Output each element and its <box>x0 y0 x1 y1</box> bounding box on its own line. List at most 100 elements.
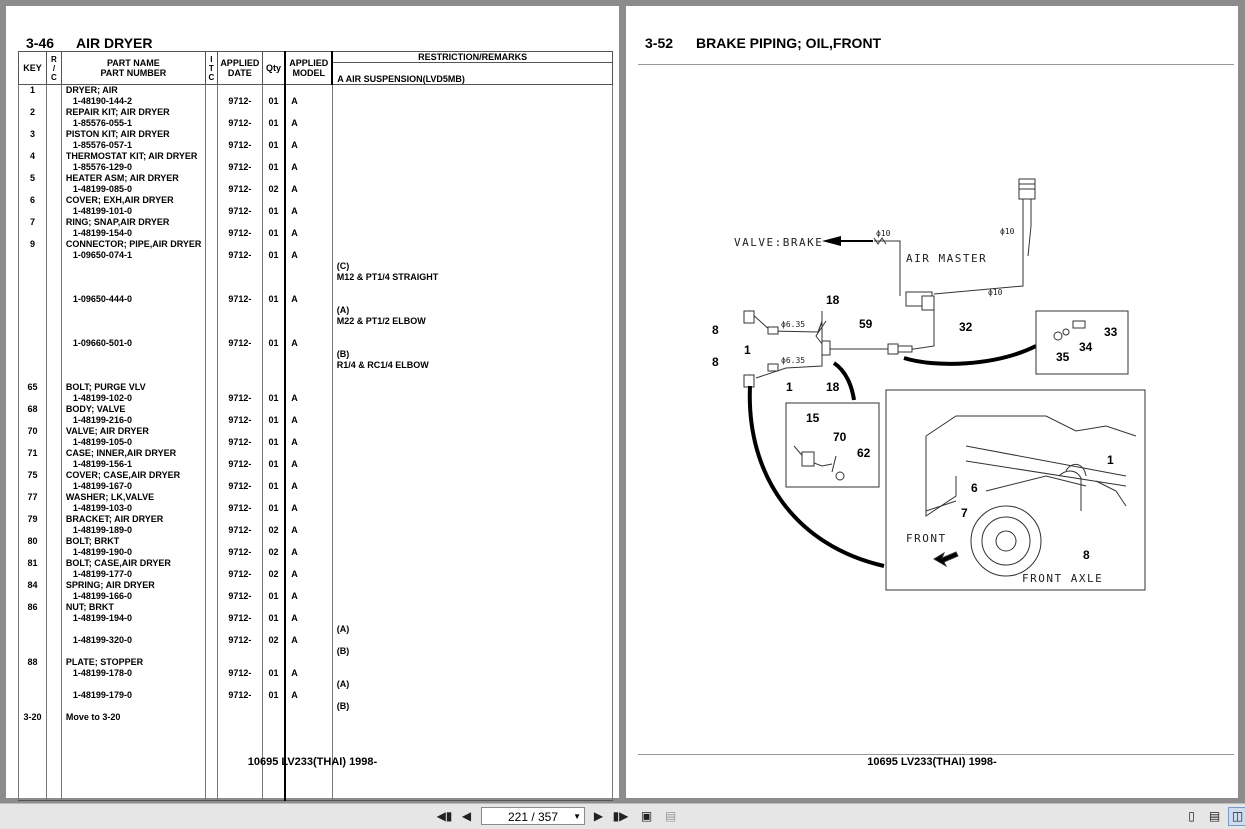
cell-model: A <box>284 415 333 426</box>
cell-empty <box>261 173 286 184</box>
cell-model: A <box>284 338 333 349</box>
table-row: (A) <box>18 679 614 690</box>
cell-empty <box>331 569 614 580</box>
cell-empty <box>331 778 614 789</box>
cell-date: 9712- <box>216 228 263 239</box>
cell-num: 1-48199-166-0 <box>60 591 206 602</box>
cell-empty <box>45 723 62 734</box>
cell-empty <box>261 701 286 712</box>
cell-empty <box>216 107 263 118</box>
cell-empty <box>204 250 218 261</box>
cell-empty <box>45 536 62 547</box>
cell-qty: 01 <box>261 437 286 448</box>
previous-page-icon[interactable]: ◀ <box>461 809 472 823</box>
cell-empty <box>60 624 206 635</box>
cell-empty <box>331 613 614 624</box>
cell-empty <box>216 195 263 206</box>
first-page-icon[interactable]: ◀▮ <box>436 809 453 823</box>
cell-key: 77 <box>18 492 47 503</box>
cell-empty <box>204 459 218 470</box>
cell-empty <box>284 448 333 459</box>
cell-empty <box>331 547 614 558</box>
cell-num: 1-48199-190-0 <box>60 547 206 558</box>
cell-empty <box>331 96 614 107</box>
cell-empty <box>284 679 333 690</box>
fit-width-icon[interactable]: ▤ <box>664 809 677 823</box>
cell-empty <box>204 162 218 173</box>
table-row: (B) <box>18 701 614 712</box>
cell-empty <box>216 470 263 481</box>
cell-key: 7 <box>18 217 47 228</box>
continuous-view-icon[interactable]: ▤ <box>1208 809 1221 823</box>
cell-date: 9712- <box>216 393 263 404</box>
cell-key: 71 <box>18 448 47 459</box>
cell-empty <box>331 415 614 426</box>
cell-date: 9712- <box>216 547 263 558</box>
cell-empty <box>284 261 333 272</box>
cell-empty <box>216 426 263 437</box>
cell-empty <box>204 690 218 701</box>
cell-empty <box>18 228 47 239</box>
cell-name: BOLT; BRKT <box>60 536 206 547</box>
cell-empty <box>261 316 286 327</box>
cell-empty <box>18 525 47 536</box>
cell-empty <box>331 789 614 801</box>
cell-empty <box>60 723 206 734</box>
cell-empty <box>45 745 62 756</box>
cell-empty <box>331 84 614 96</box>
cell-model: A <box>284 118 333 129</box>
cell-date: 9712- <box>216 591 263 602</box>
cell-empty <box>204 239 218 250</box>
cell-date: 9712- <box>216 140 263 151</box>
cell-num: 1-85576-057-1 <box>60 140 206 151</box>
cell-empty <box>204 602 218 613</box>
cell-empty <box>331 635 614 646</box>
cell-empty <box>261 558 286 569</box>
cell-key: 1 <box>18 84 47 96</box>
cell-empty <box>331 756 614 767</box>
cell-model: A <box>284 140 333 151</box>
last-page-icon[interactable]: ▮▶ <box>612 809 629 823</box>
page-number-input[interactable]: 221 / 357▼ <box>481 807 585 825</box>
cell-empty <box>60 646 206 657</box>
cell-key: 75 <box>18 470 47 481</box>
table-row: (C) <box>18 261 614 272</box>
two-page-view-icon[interactable]: ◫ <box>1228 807 1245 826</box>
table-row: (A) <box>18 624 614 635</box>
cell-empty <box>45 602 62 613</box>
next-page-icon[interactable]: ▶ <box>593 809 604 823</box>
callout-7: 7 <box>961 506 968 520</box>
cell-empty <box>18 250 47 261</box>
cell-empty <box>204 84 218 96</box>
cell-name: BOLT; CASE,AIR DRYER <box>60 558 206 569</box>
cell-key: 88 <box>18 657 47 668</box>
cell-num: 1-48199-103-0 <box>60 503 206 514</box>
table-row <box>18 767 614 778</box>
cell-remark: M22 & PT1/2 ELBOW <box>331 316 614 327</box>
cell-num: 1-48199-216-0 <box>60 415 206 426</box>
cell-empty <box>45 547 62 558</box>
fit-page-icon[interactable]: ▣ <box>640 809 653 823</box>
cell-empty <box>331 712 614 723</box>
cell-empty <box>204 382 218 393</box>
cell-empty <box>60 316 206 327</box>
cell-empty <box>216 272 263 283</box>
cell-empty <box>45 459 62 470</box>
single-page-view-icon[interactable]: ▯ <box>1188 809 1195 823</box>
cell-empty <box>18 679 47 690</box>
table-row: M22 & PT1/2 ELBOW <box>18 316 614 327</box>
cell-empty <box>60 371 206 382</box>
